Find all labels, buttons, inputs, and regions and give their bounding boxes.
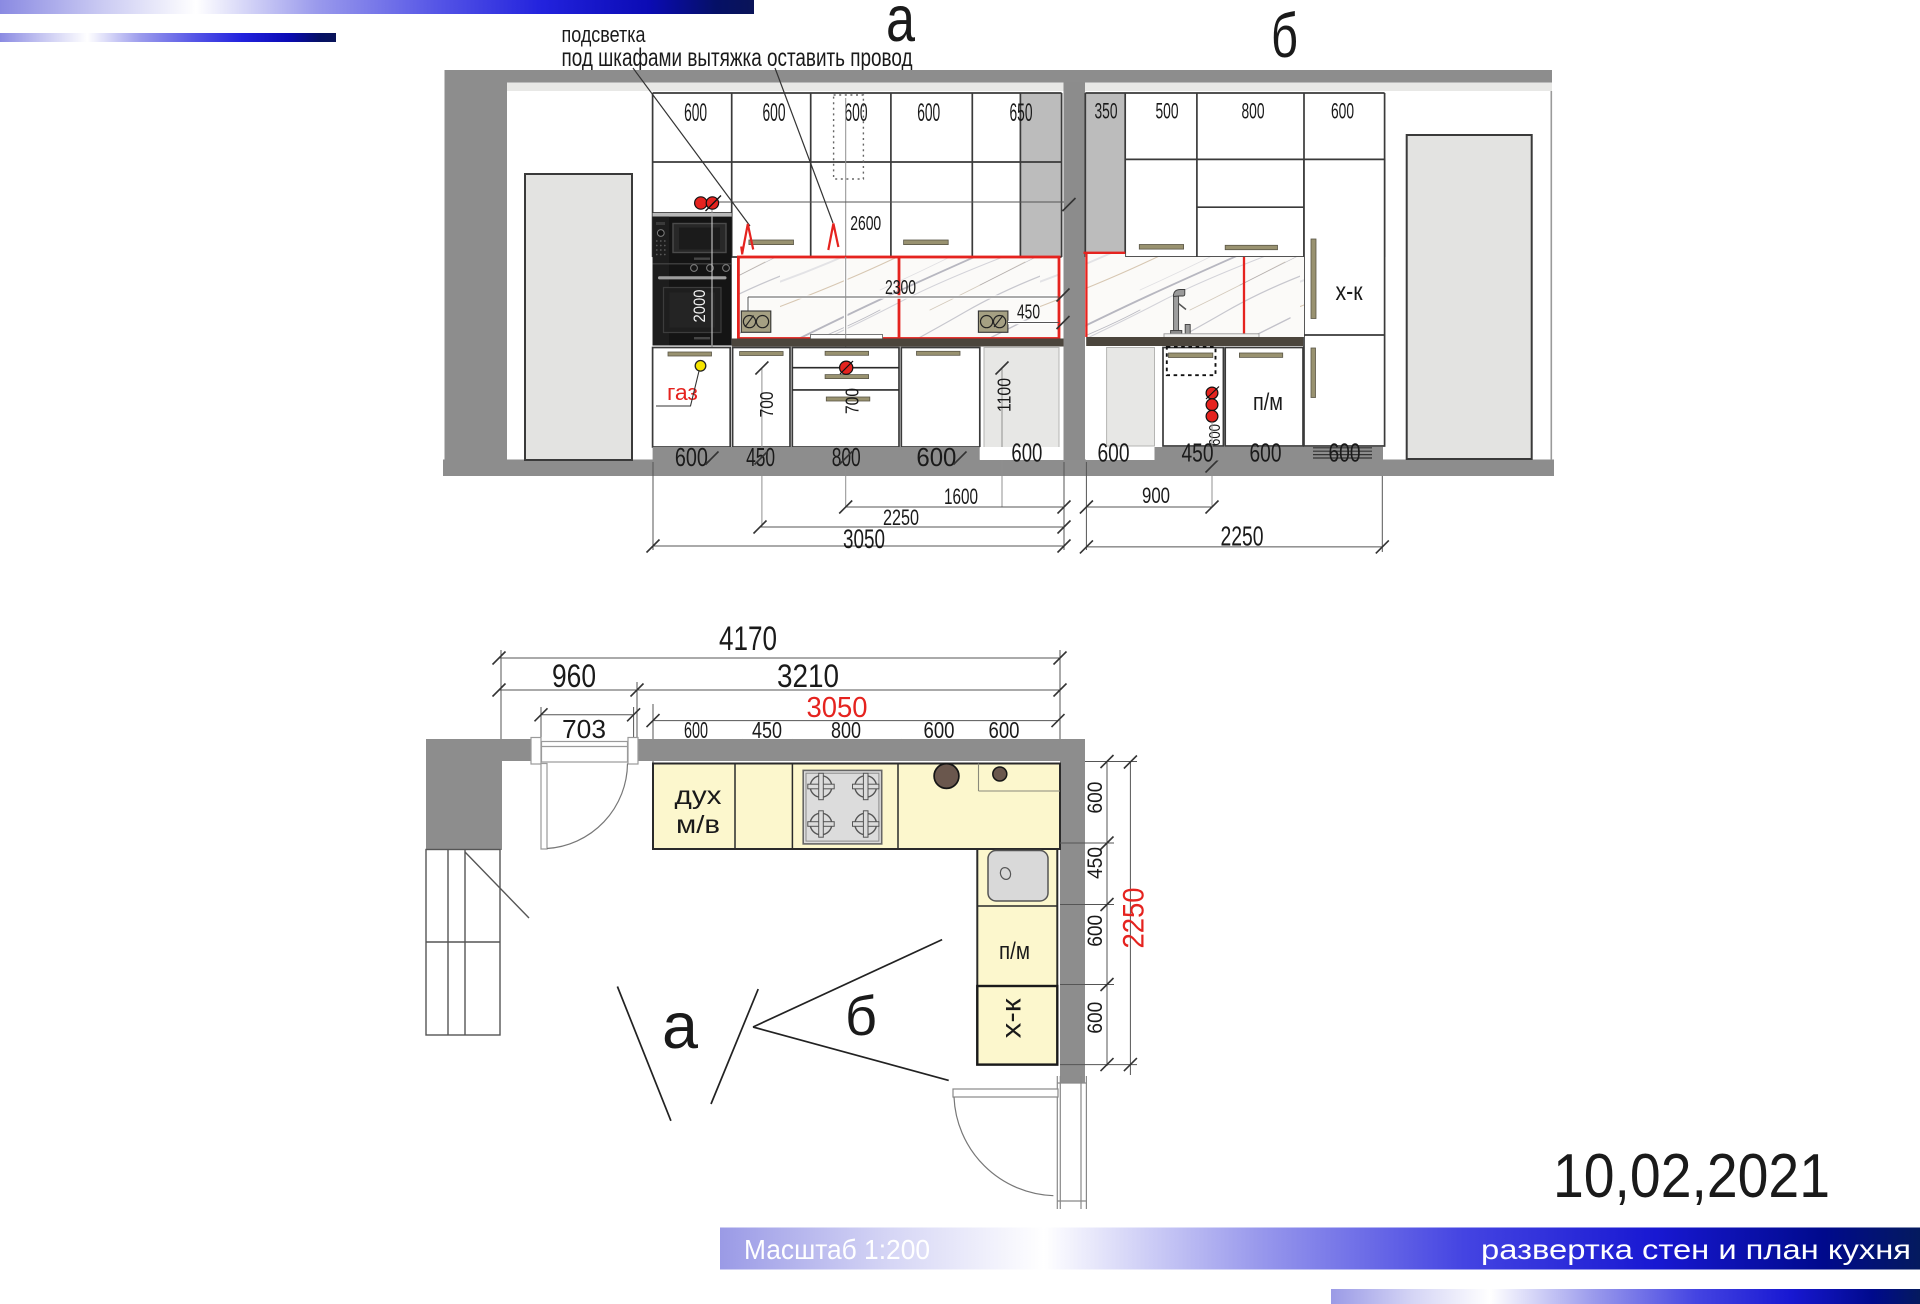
svg-text:развертка стен и план кухня: развертка стен и план кухня — [1481, 1234, 1911, 1265]
svg-text:600: 600 — [1331, 99, 1354, 124]
svg-text:600: 600 — [1011, 438, 1042, 468]
svg-text:600: 600 — [1250, 438, 1282, 468]
svg-text:3210: 3210 — [777, 658, 839, 694]
svg-text:450: 450 — [746, 442, 775, 472]
svg-text:подсветка: подсветка — [562, 22, 647, 47]
svg-text:600: 600 — [924, 717, 955, 743]
svg-text:600: 600 — [1098, 438, 1130, 468]
svg-text:х-к: х-к — [1336, 276, 1363, 306]
svg-text:2250: 2250 — [1118, 888, 1151, 949]
svg-text:500: 500 — [1156, 99, 1179, 124]
svg-text:600: 600 — [989, 717, 1020, 743]
svg-text:600: 600 — [1084, 1002, 1107, 1034]
svg-text:600: 600 — [684, 99, 707, 127]
svg-text:б: б — [1271, 2, 1298, 71]
svg-text:450: 450 — [1017, 302, 1040, 324]
svg-text:600: 600 — [684, 717, 708, 743]
svg-text:а: а — [886, 0, 916, 55]
svg-text:под шкафами вытяжка оставить: под шкафами вытяжка оставить провод — [562, 44, 913, 72]
svg-text:10,02,2021: 10,02,2021 — [1553, 1142, 1830, 1211]
svg-text:600: 600 — [763, 99, 786, 127]
svg-text:4170: 4170 — [719, 620, 777, 658]
svg-text:600: 600 — [916, 442, 956, 472]
svg-text:дух: дух — [675, 782, 723, 810]
svg-text:3050: 3050 — [807, 692, 868, 724]
svg-text:350: 350 — [1095, 99, 1118, 124]
svg-text:2300: 2300 — [885, 277, 916, 299]
svg-text:800: 800 — [831, 717, 861, 743]
svg-text:600: 600 — [1329, 438, 1361, 468]
svg-text:700: 700 — [843, 388, 863, 414]
svg-text:1600: 1600 — [944, 484, 978, 509]
svg-text:б: б — [845, 984, 877, 1047]
svg-text:газ: газ — [667, 380, 698, 405]
svg-text:2600: 2600 — [850, 213, 881, 235]
svg-text:900: 900 — [1142, 483, 1170, 508]
svg-text:п/м: п/м — [999, 938, 1030, 965]
svg-text:м/в: м/в — [676, 811, 720, 839]
svg-text:450: 450 — [1182, 438, 1214, 468]
svg-text:700: 700 — [757, 391, 777, 417]
svg-text:450: 450 — [1084, 847, 1107, 879]
svg-text:650: 650 — [1010, 99, 1033, 127]
svg-text:600: 600 — [1084, 782, 1107, 814]
svg-text:2000: 2000 — [690, 290, 709, 323]
svg-text:600: 600 — [1084, 915, 1107, 947]
svg-text:450: 450 — [752, 717, 782, 743]
svg-text:х-к: х-к — [996, 998, 1027, 1039]
svg-text:600: 600 — [1207, 424, 1224, 446]
svg-text:800: 800 — [1242, 99, 1265, 124]
svg-text:2250: 2250 — [1221, 521, 1264, 552]
svg-text:600: 600 — [845, 99, 868, 127]
svg-text:1100: 1100 — [995, 378, 1015, 412]
svg-text:а: а — [662, 989, 699, 1062]
svg-text:960: 960 — [552, 658, 596, 694]
svg-text:2250: 2250 — [883, 505, 919, 530]
svg-text:3050: 3050 — [843, 524, 885, 554]
svg-text:п/м: п/м — [1253, 389, 1283, 416]
svg-text:600: 600 — [917, 99, 940, 127]
svg-text:Масштаб 1:200: Масштаб 1:200 — [744, 1234, 930, 1265]
svg-text:600: 600 — [675, 442, 708, 472]
svg-text:703: 703 — [562, 714, 606, 744]
